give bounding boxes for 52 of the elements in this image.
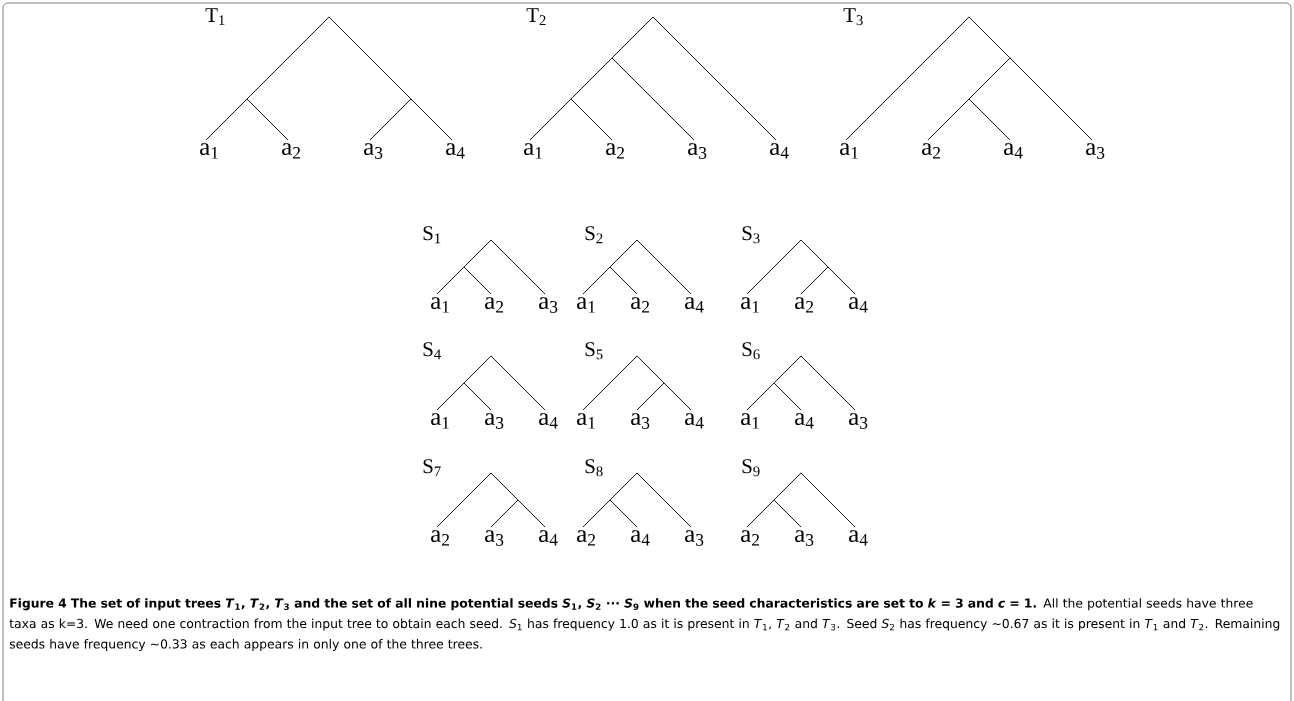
leaf-label: a$_{3}$ (364, 143, 383, 159)
leaf-label: a$_{3}$ (485, 413, 504, 429)
leaf-label: a$_{3}$ (795, 530, 814, 546)
tree-label: S$_{9}$ (742, 459, 760, 477)
tree-label: S$_{3}$ (742, 226, 760, 244)
leaf-label: a$_{4}$ (539, 413, 558, 429)
tree-label: T$_{3}$ (843, 8, 863, 26)
leaf-label: a$_{4}$ (539, 530, 558, 546)
leaf-label: a$_{1}$ (741, 413, 759, 429)
tree-label: S$_{5}$ (585, 342, 603, 360)
leaf-label: a$_{3}$ (688, 143, 707, 159)
leaf-label: a$_{2}$ (577, 530, 595, 546)
leaf-label: a$_{1}$ (200, 143, 218, 159)
leaf-label: a$_{1}$ (524, 143, 542, 159)
leaf-label: a$_{1}$ (577, 413, 595, 429)
leaf-label: a$_{2}$ (485, 297, 503, 313)
leaf-label: a$_{2}$ (795, 297, 813, 313)
leaf-label: a$_{4}$ (685, 297, 704, 313)
leaf-label: a$_{3}$ (849, 413, 868, 429)
leaf-label: a$_{4}$ (446, 143, 465, 159)
leaf-label: a$_{2}$ (282, 143, 300, 159)
leaf-label: a$_{2}$ (431, 530, 449, 546)
leaf-label: a$_{1}$ (431, 297, 449, 313)
tree-label: S$_{8}$ (585, 459, 603, 477)
leaf-label: a$_{3}$ (485, 530, 504, 546)
leaf-label: a$_{2}$ (631, 297, 649, 313)
tree-label: S$_{6}$ (742, 342, 760, 360)
leaf-label: a$_{1}$ (577, 297, 595, 313)
leaf-label: a$_{2}$ (922, 143, 940, 159)
leaf-label: a$_{4}$ (685, 413, 704, 429)
tree-label: S$_{1}$ (423, 226, 441, 244)
leaf-label: a$_{3}$ (631, 413, 650, 429)
leaf-label: a$_{4}$ (849, 297, 868, 313)
tree-label: S$_{4}$ (423, 342, 441, 360)
leaf-label: a$_{2}$ (741, 530, 759, 546)
tree-label: S$_{7}$ (423, 459, 441, 477)
leaf-label: a$_{3}$ (685, 530, 704, 546)
leaf-label: a$_{4}$ (849, 530, 868, 546)
figure-caption: Figure 4 The set of input trees T$_{1}$, T$_{2}$, T$_{3}$ and the set of all nine potential seeds S$_{1}$, S$_{2}$ ··· S$_{9}$ when the seed characteristics are set to k= 3 and c = 1. All the potential seeds have three taxa as k=3. We need one contraction from the input tree to obtain each seed. S$_{1}$ has frequency 1.0 as it is present in T$_{1}$, T$_{2}$ and T$_{3}$. Seed S$_{2}$ has frequency ∼0.67 as it is present in T$_{1}$ and T$_{2}$. Remaining seeds have frequency ∼0.33 as each appears in only one of the three trees. (9, 598, 1280, 651)
leaf-label: a$_{4}$ (631, 530, 650, 546)
leaf-label: a$_{3}$ (539, 297, 558, 313)
leaf-label: a$_{4}$ (1004, 143, 1023, 159)
leaf-label: a$_{1}$ (840, 143, 858, 159)
tree-label: T$_{2}$ (526, 8, 546, 25)
tree-label: S$_{2}$ (585, 226, 603, 244)
leaf-label: a$_{4}$ (795, 413, 814, 429)
leaf-label: a$_{1}$ (741, 297, 759, 313)
leaf-label: a$_{2}$ (606, 143, 624, 159)
tree-label: T$_{1}$ (205, 8, 225, 25)
leaf-label: a$_{3}$ (1086, 143, 1105, 159)
leaf-label: a$_{1}$ (431, 413, 449, 429)
leaf-label: a$_{4}$ (770, 143, 789, 159)
